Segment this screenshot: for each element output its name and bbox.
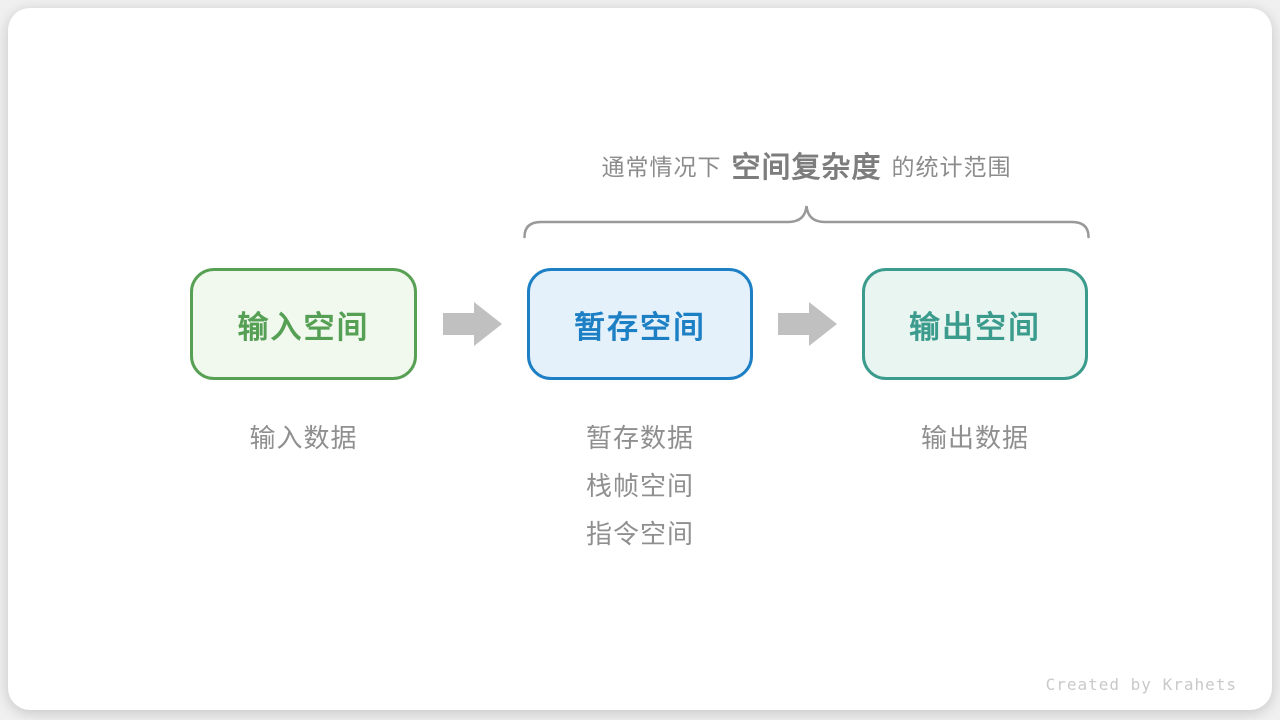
note-line: 指令空间 (585, 519, 694, 549)
brace-caption: 通常情况下空间复杂度的统计范围 (523, 144, 1090, 186)
note-line: 输出数据 (920, 423, 1029, 453)
caption-highlight: 空间复杂度 (731, 152, 882, 184)
box-temp-space: 暂存空间 (527, 268, 753, 380)
box-input-space: 输入空间 (190, 268, 417, 380)
box-output-space-label: 输出空间 (909, 309, 1041, 345)
over-brace (523, 205, 1090, 239)
box-temp-space-label: 暂存空间 (574, 309, 706, 345)
box-output-space: 输出空间 (862, 268, 1088, 380)
note-line: 输入数据 (249, 423, 358, 453)
note-temp-space: 暂存数据 栈帧空间 指令空间 (527, 414, 753, 558)
caption-prefix: 通常情况下 (601, 154, 722, 180)
arrow-icon (443, 302, 502, 346)
note-line: 栈帧空间 (585, 471, 694, 501)
caption-suffix: 的统计范围 (891, 154, 1012, 180)
note-output-space: 输出数据 (862, 414, 1088, 462)
note-input-space: 输入数据 (190, 414, 417, 462)
box-input-space-label: 输入空间 (237, 309, 370, 345)
arrow-icon (778, 302, 837, 346)
credit-text: Created by Krahets (1045, 675, 1237, 694)
note-line: 暂存数据 (585, 423, 694, 453)
